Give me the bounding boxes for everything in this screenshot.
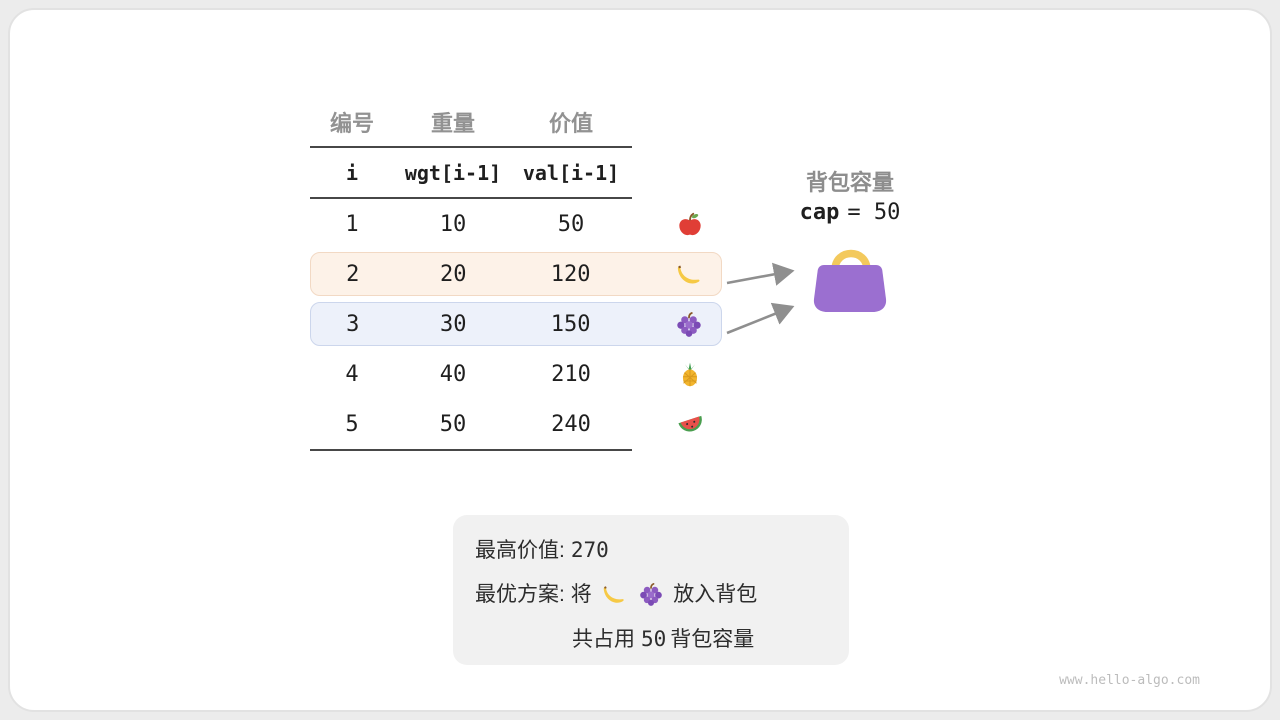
header-code-wgt: wgt[i-1] (404, 160, 502, 185)
pineapple-icon (677, 361, 703, 387)
header-weight: 重量 (430, 111, 475, 136)
diagram-card: 编号 重量 价值 i wgt[i-1] val[i-1] 1 10 50 (8, 8, 1272, 712)
table-header-cn: 编号 重量 价值 (310, 98, 722, 146)
max-value-line: 最高价值:270 (475, 535, 827, 566)
plan-line: 最优方案: 将 (475, 580, 827, 610)
table-header-code: i wgt[i-1] val[i-1] (310, 148, 722, 197)
cap-variable: cap (799, 200, 840, 225)
grapes-icon (676, 311, 702, 337)
handbag-icon (806, 238, 894, 323)
usage-suffix: 背包容量 (670, 628, 755, 651)
banana-icon (602, 582, 626, 606)
table-row-selected-banana: 2 20 120 (310, 252, 722, 296)
apple-icon (677, 211, 703, 237)
watermelon-icon (676, 410, 704, 438)
header-id: 编号 (329, 111, 374, 136)
header-code-i: i (345, 160, 359, 185)
grapes-icon (639, 582, 663, 606)
usage-value: 50 (641, 627, 667, 651)
table-divider (310, 146, 632, 148)
knapsack-capacity-value: cap = 50 (780, 200, 920, 225)
table-row-selected-grapes: 3 30 150 (310, 302, 722, 346)
arrow-icon (726, 302, 795, 335)
table-divider (310, 197, 632, 199)
table-row: 5 50 240 (310, 399, 722, 449)
header-code-val: val[i-1] (522, 160, 620, 185)
table-row: 1 10 50 (310, 199, 722, 249)
result-box: 最高价值:270 最优方案: 将 (453, 515, 849, 665)
item-table: 编号 重量 价值 i wgt[i-1] val[i-1] 1 10 50 (310, 98, 722, 451)
watermark: www.hello-algo.com (1059, 673, 1200, 688)
max-value-label: 最高价值: (475, 539, 565, 562)
plan-suffix: 放入背包 (673, 583, 758, 606)
banana-icon (676, 261, 702, 287)
max-value: 270 (570, 538, 609, 562)
knapsack-capacity-title: 背包容量 (805, 170, 894, 195)
header-value: 价值 (548, 111, 593, 136)
usage-prefix: 共占用 (572, 628, 635, 651)
plan-prefix: 将 (570, 583, 592, 606)
arrow-icon (726, 262, 795, 286)
table-divider (310, 449, 632, 451)
selection-arrows (722, 256, 810, 353)
cap-value: = 50 (847, 200, 901, 225)
table-row: 4 40 210 (310, 349, 722, 399)
plan-label: 最优方案: (475, 583, 565, 606)
